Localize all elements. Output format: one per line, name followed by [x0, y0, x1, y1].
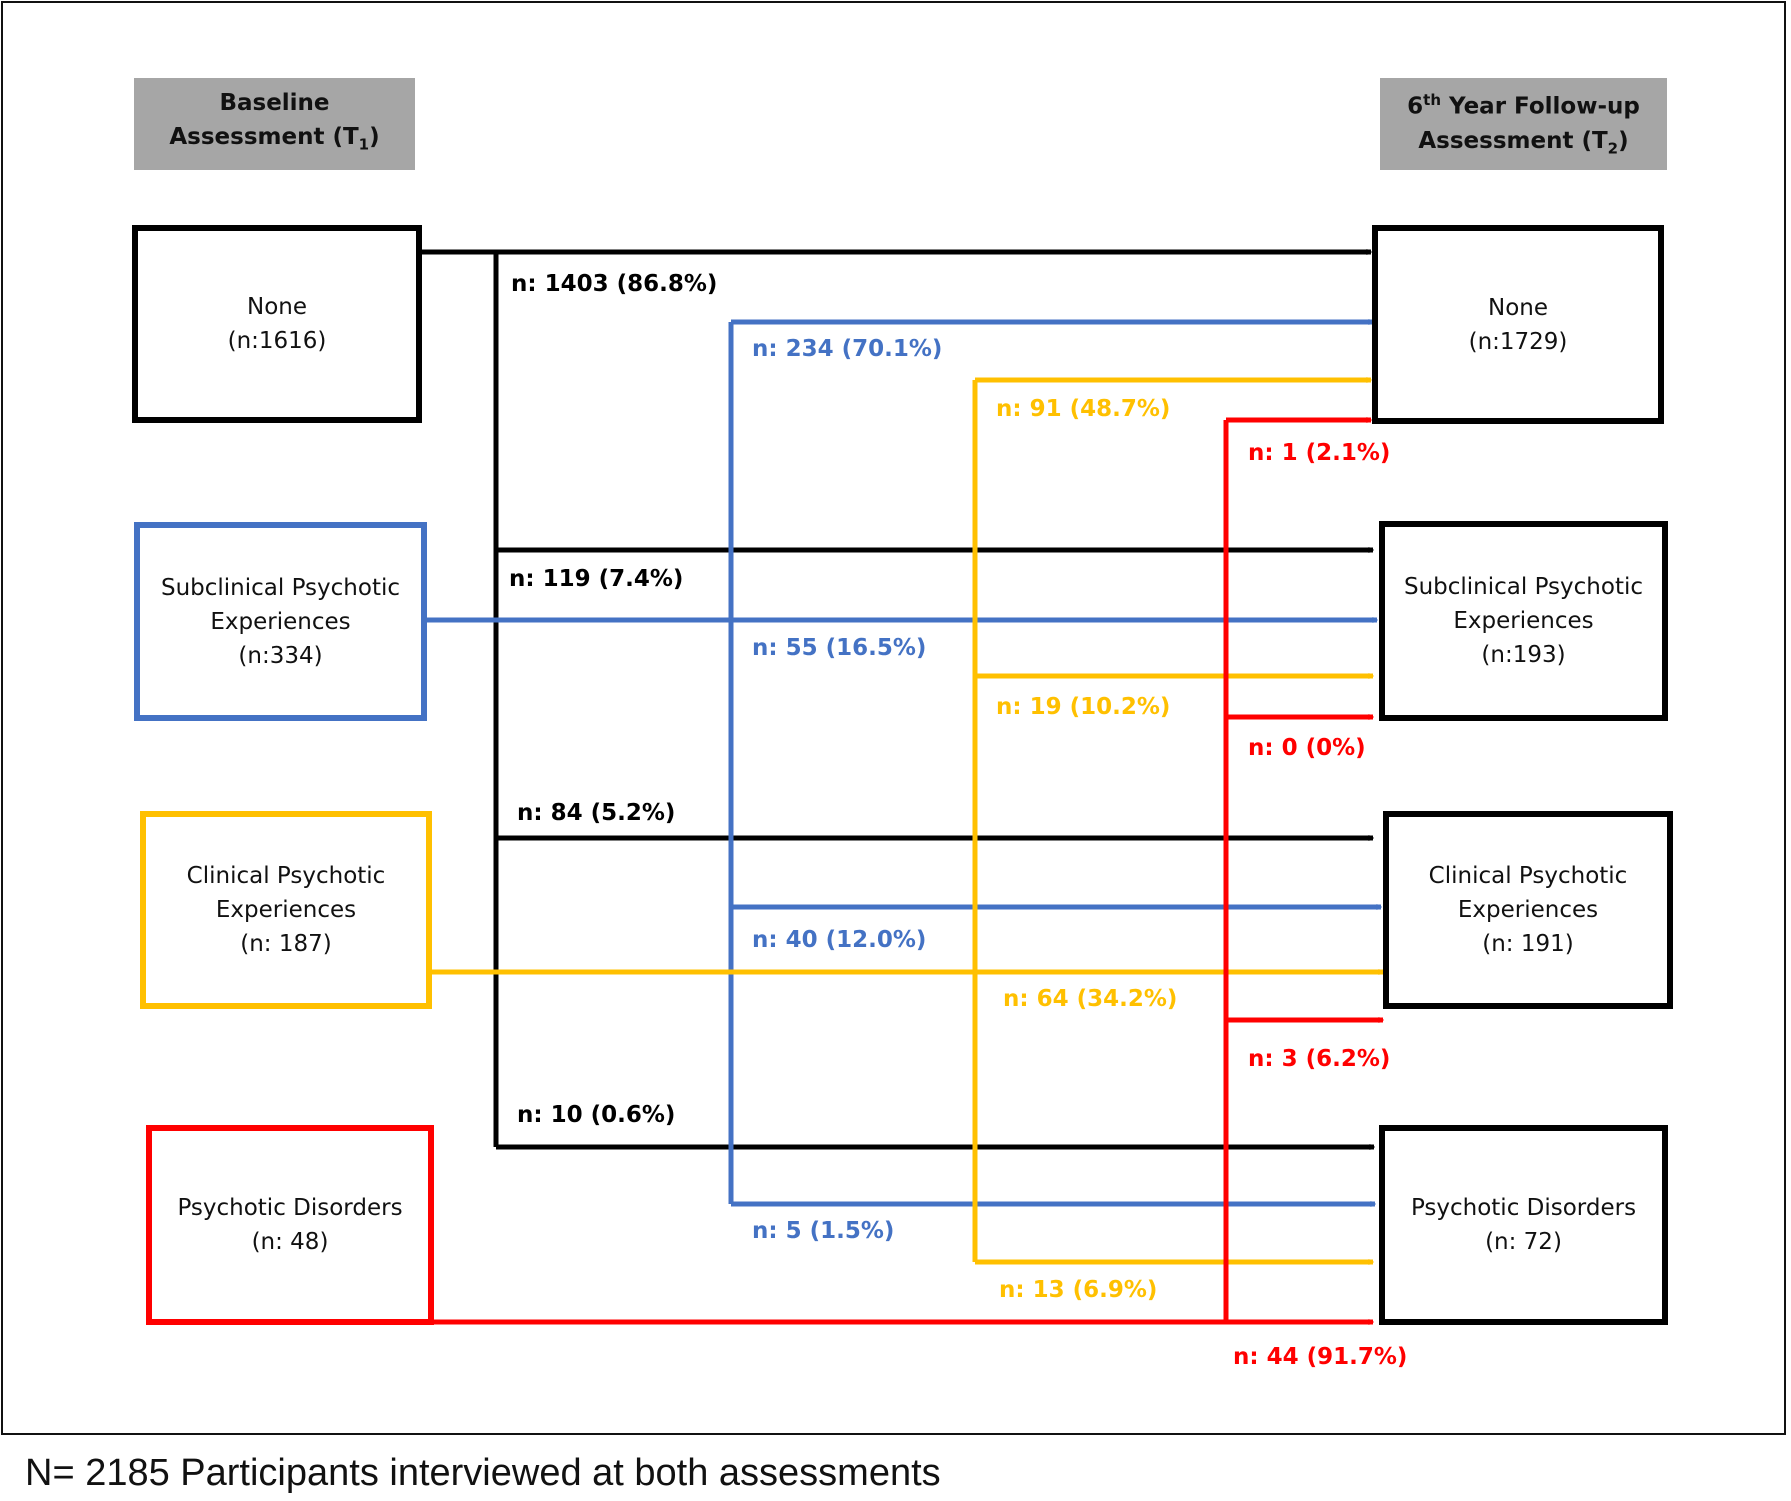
- followup-header-line1: 6th Year Follow-up: [1407, 90, 1640, 120]
- box-line: None: [246, 294, 307, 320]
- label-clinical-to-clinical: n: 64 (34.2%): [1003, 986, 1178, 1012]
- label-clinical-to-none: n: 91 (48.7%): [996, 396, 1171, 422]
- box-line: (n:1616): [227, 328, 327, 354]
- box-line: Experiences: [1453, 608, 1594, 634]
- box-line: (n: 187): [240, 931, 332, 957]
- footnote: N= 2185 Participants interviewed at both…: [25, 1452, 941, 1494]
- label-none-to-subclinical: n: 119 (7.4%): [509, 566, 684, 592]
- label-clinical-to-disorders: n: 13 (6.9%): [999, 1277, 1158, 1303]
- label-subclinical-to-disorders: n: 5 (1.5%): [752, 1218, 895, 1244]
- baseline-box-subclinical: Subclinical Psychotic Experiences (n:334…: [134, 522, 427, 721]
- baseline-box-disorders: Psychotic Disorders (n: 48): [146, 1125, 434, 1325]
- box-line: (n: 191): [1482, 931, 1574, 957]
- box-line: Psychotic Disorders: [1410, 1195, 1637, 1221]
- box-line: Clinical Psychotic: [186, 863, 386, 889]
- label-none-to-clinical: n: 84 (5.2%): [517, 800, 676, 826]
- followup-box-subclinical: Subclinical Psychotic Experiences (n:193…: [1379, 521, 1668, 721]
- label-disorders-to-clinical: n: 3 (6.2%): [1248, 1046, 1391, 1072]
- box-line: (n: 48): [251, 1229, 329, 1255]
- followup-box-clinical: Clinical Psychotic Experiences (n: 191): [1383, 811, 1673, 1009]
- box-line: Subclinical Psychotic: [1403, 574, 1644, 600]
- label-subclinical-to-clinical: n: 40 (12.0%): [752, 927, 927, 953]
- box-line: Psychotic Disorders: [177, 1195, 403, 1221]
- label-disorders-to-subclinical: n: 0 (0%): [1248, 735, 1366, 761]
- box-line: Clinical Psychotic: [1428, 863, 1628, 889]
- box-line: (n: 72): [1485, 1229, 1562, 1255]
- followup-header: 6th Year Follow-up Assessment (T2): [1380, 78, 1667, 170]
- label-none-to-disorders: n: 10 (0.6%): [517, 1102, 676, 1128]
- followup-box-disorders: Psychotic Disorders (n: 72): [1379, 1125, 1668, 1325]
- followup-header-line2: Assessment (T2): [1418, 127, 1629, 158]
- label-disorders-to-disorders: n: 44 (91.7%): [1233, 1344, 1408, 1370]
- diagram-frame: [1, 1, 1786, 1435]
- baseline-header-line2: Assessment (T1): [169, 124, 380, 154]
- label-clinical-to-subclinical: n: 19 (10.2%): [996, 694, 1171, 720]
- box-line: Experiences: [215, 897, 357, 923]
- baseline-box-clinical: Clinical Psychotic Experiences (n: 187): [140, 811, 432, 1009]
- box-line: (n:193): [1481, 642, 1566, 668]
- label-subclinical-to-subclinical: n: 55 (16.5%): [752, 635, 927, 661]
- box-line: Experiences: [210, 608, 351, 635]
- baseline-header-line1: Baseline: [219, 90, 330, 117]
- label-disorders-to-none: n: 1 (2.1%): [1248, 440, 1391, 466]
- box-line: (n:334): [238, 642, 323, 669]
- baseline-header: Baseline Assessment (T1): [134, 78, 415, 170]
- label-none-to-none: n: 1403 (86.8%): [511, 271, 718, 297]
- box-line: (n:1729): [1468, 328, 1568, 355]
- label-subclinical-to-none: n: 234 (70.1%): [752, 336, 943, 362]
- box-line: None: [1487, 294, 1548, 321]
- followup-box-none: None (n:1729): [1372, 225, 1664, 424]
- box-line: Subclinical Psychotic: [160, 574, 401, 601]
- baseline-box-none: None (n:1616): [132, 225, 422, 423]
- box-line: Experiences: [1457, 897, 1599, 923]
